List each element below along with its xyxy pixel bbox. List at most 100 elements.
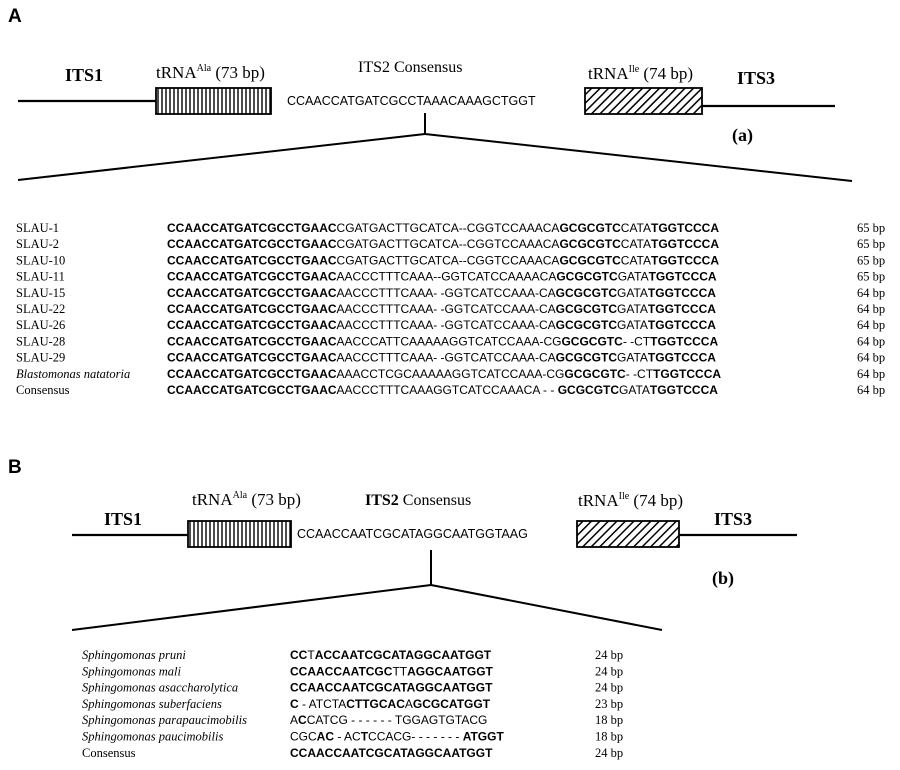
sequence-name: SLAU-22 (16, 302, 65, 316)
sequence-name: Sphingomonas mali (82, 664, 181, 678)
panel-b-its1-label: ITS1 (104, 509, 142, 529)
sequence-text: CCAACCATGATCGCCTGAACAACCCTTTCAAA- -GGTCA… (167, 318, 716, 332)
variable-segment: AAACCTCGCAAAAAGGTCATCCAAA-CG (337, 367, 565, 381)
panel-b-trna-ala-label: tRNAAla (73 bp) (192, 490, 301, 509)
panel-a-zoom-left (17, 133, 426, 181)
conserved-segment: CCAACCATGATCGCCTGAAC (167, 383, 337, 397)
sequence-length: 64 bp (857, 367, 885, 381)
sequence-text: CCAACCATGATCGCCTGAACAACCCTTTCAAA- -GGTCA… (167, 286, 716, 300)
sequence-text: CCAACCATGATCGCCTGAACAACCCTTTCAAA- -GGTCA… (167, 302, 716, 316)
variable-segment: AACCCTTTCAAA- -GGTCATCCAAA-CA (337, 318, 556, 332)
panel-b-sub-label: (b) (712, 568, 734, 589)
conserved-segment: C (290, 697, 299, 711)
conserved-segment: C (298, 713, 307, 727)
sequence-name: SLAU-1 (16, 221, 59, 235)
conserved-segment: GCGCGTC (556, 318, 618, 332)
sequence-length: 65 bp (857, 221, 885, 235)
sequence-text: CCAACCAATCGCTTAGGCAATGGT (290, 664, 494, 678)
alignment-row: SLAU-2 CCAACCATGATCGCCTGAACCGATGACTTGCATC… (16, 237, 885, 251)
sequence-name: Consensus (16, 383, 70, 397)
alignment-row: Consensus CCAACCATGATCGCCTGAACAACCCTTTCAA… (16, 383, 885, 397)
sequence-length: 23 bp (595, 697, 623, 711)
panel-a-trna-ile-box (584, 87, 703, 115)
conserved-segment: CCAACCATGATCGCCTGAAC (167, 302, 337, 316)
panel-b-trna-ala-box (187, 520, 292, 548)
panel-a-letter: A (8, 6, 22, 27)
sequence-name: SLAU-10 (16, 253, 65, 267)
variable-segment: CGC (290, 730, 317, 744)
conserved-segment: GCGCGTC (558, 383, 620, 397)
conserved-segment: GCGCGTC (559, 221, 621, 235)
sequence-text: CGCAC - ACTCCACG- - - - - - - ATGGT (290, 730, 504, 744)
alignment-row: SLAU-10 CCAACCATGATCGCCTGAACCGATGACTTGCAT… (16, 253, 885, 267)
conserved-segment: TGGTCCCA (651, 221, 719, 235)
conserved-segment: TGGTCCCA (648, 302, 716, 316)
conserved-segment: TGGTCCCA (653, 367, 721, 381)
variable-segment: TT (392, 664, 407, 678)
sequence-name: SLAU-11 (16, 270, 65, 284)
panel-b-zoom-left (71, 584, 432, 631)
panel-a-zoom-right (424, 133, 853, 182)
conserved-segment: GCGCGTC (559, 237, 621, 251)
sequence-length: 65 bp (857, 270, 885, 284)
alignment-row: Sphingomonas parapaucimobilis ACCATCG - -… (82, 713, 623, 727)
variable-segment: AACCCTTTCAAA- -GGTCATCCAAA-CA (337, 351, 556, 365)
variable-segment: GATA (617, 302, 648, 316)
variable-segment: GATA (618, 270, 649, 284)
conserved-segment: CCAACCATGATCGCCTGAAC (167, 367, 337, 381)
sequence-length: 64 bp (857, 318, 885, 332)
conserved-segment: AGGCAATGGT (407, 664, 493, 678)
sequence-length: 65 bp (857, 253, 885, 267)
sequence-text: CCAACCATGATCGCCTGAACAACCCATTCAAAAAGGTCAT… (167, 334, 718, 348)
conserved-segment: T (361, 730, 369, 744)
sequence-name: Consensus (82, 746, 136, 760)
variable-segment: AACCCTTTCAAA- -GGTCATCCAAA-CA (337, 302, 556, 316)
conserved-segment: CCAACCAATCGCATAGGCAATGGT (290, 681, 493, 695)
conserved-segment: CCAACCATGATCGCCTGAAC (167, 253, 337, 267)
conserved-segment: CCAACCATGATCGCCTGAAC (167, 286, 337, 300)
panel-a: A ITS1 ITS3 tRNAAla (73 bp) tRNAIle (74 … (8, 6, 885, 397)
alignment-row: Sphingomonas mali CCAACCAATCGCTTAGGCAATGG… (82, 664, 623, 678)
sequence-name: SLAU-2 (16, 237, 59, 251)
sequence-text: CCAACCATGATCGCCTGAACCGATGACTTGCATCA--CGG… (167, 237, 719, 251)
panel-b-trna-ile-box (576, 520, 680, 548)
conserved-segment: TGGTCCCA (651, 253, 719, 267)
conserved-segment: GCGCGTC (556, 270, 618, 284)
panel-b-trna-ile-label: tRNAIle (74 bp) (578, 491, 683, 510)
variable-segment: - -CT (623, 334, 651, 348)
variable-segment: A (405, 697, 413, 711)
variable-segment: GATA (619, 383, 650, 397)
variable-segment: GATA (617, 351, 648, 365)
sequence-name: Sphingomonas parapaucimobilis (82, 713, 247, 727)
alignment-row: Sphingomonas asaccharolytica CCAACCAATCGC… (82, 681, 623, 695)
conserved-segment: CCAACCAATCGC (290, 664, 393, 678)
conserved-segment: AC (317, 730, 335, 744)
conserved-segment: TGGTCCCA (650, 334, 718, 348)
panel-a-consensus-seq: CCAACCATGATCGCCTAAACAAAGCTGGT (287, 94, 536, 108)
panel-a-trna-ile-label: tRNAIle (74 bp) (588, 64, 693, 83)
conserved-segment: TGGTCCCA (650, 383, 718, 397)
conserved-segment: CC (290, 648, 308, 662)
conserved-segment: CCAACCATGATCGCCTGAAC (167, 351, 337, 365)
variable-segment: AACCCTTTCAAAGGTCATCCAAACA - - (337, 383, 558, 397)
sequence-text: CCAACCATGATCGCCTGAACAACCCTTTCAAAGGTCATCC… (167, 383, 718, 397)
conserved-segment: GCGCGTC (556, 286, 618, 300)
sequence-name: Sphingomonas asaccharolytica (82, 681, 238, 695)
variable-segment: AACCCTTTCAAA--GGTCATCCAAAACA (337, 270, 557, 284)
conserved-segment: TGGTCCCA (649, 270, 717, 284)
variable-segment: CCACG- - - - - - - (368, 730, 463, 744)
variable-segment: CGATGACTTGCATCA--CGGTCCAAACA (337, 253, 560, 267)
conserved-segment: CCAACCATGATCGCCTGAAC (167, 318, 337, 332)
sequence-name: Sphingomonas paucimobilis (82, 730, 223, 744)
sequence-length: 64 bp (857, 334, 885, 348)
sequence-text: ACCATCG - - - - - - TGGAGTGTACG (290, 713, 487, 727)
sequence-length: 24 bp (595, 746, 623, 760)
conserved-segment: ACCAATCGCATAGGCAATGGT (315, 648, 492, 662)
conserved-segment: TGGTCCCA (651, 237, 719, 251)
sequence-name: SLAU-29 (16, 351, 65, 365)
